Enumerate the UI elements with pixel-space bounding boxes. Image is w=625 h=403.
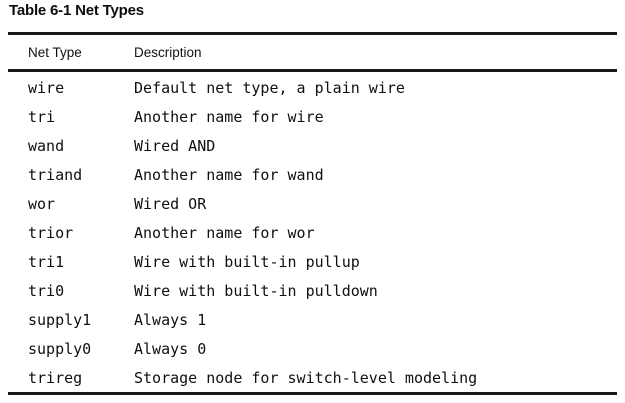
cell-net-type: supply0 <box>28 340 92 358</box>
table-row: supply1 Always 1 <box>0 310 625 339</box>
cell-description: Wired AND <box>134 137 216 155</box>
table-header-row: Net Type Description <box>0 44 625 66</box>
table-bottom-rule <box>8 392 617 395</box>
table-row: triand Another name for wand <box>0 165 625 194</box>
cell-net-type: tri0 <box>28 282 65 300</box>
table-row: tri1 Wire with built-in pullup <box>0 252 625 281</box>
cell-description: Always 1 <box>134 311 207 329</box>
table-row: trior Another name for wor <box>0 223 625 252</box>
cell-description: Wire with built-in pullup <box>134 253 360 271</box>
cell-net-type: wor <box>28 195 56 213</box>
cell-description: Default net type, a plain wire <box>134 79 405 97</box>
table-header-rule <box>8 69 617 72</box>
cell-net-type: wand <box>28 137 65 155</box>
cell-description: Wired OR <box>134 195 207 213</box>
table-row: wire Default net type, a plain wire <box>0 78 625 107</box>
cell-net-type: tri <box>28 108 56 126</box>
column-header-net-type: Net Type <box>28 45 82 60</box>
cell-description: Wire with built-in pulldown <box>134 282 378 300</box>
table-row: tri0 Wire with built-in pulldown <box>0 281 625 310</box>
cell-net-type: wire <box>28 79 65 97</box>
table-row: wor Wired OR <box>0 194 625 223</box>
table-top-rule <box>8 32 617 35</box>
cell-net-type: trireg <box>28 369 83 387</box>
cell-net-type: supply1 <box>28 311 92 329</box>
cell-net-type: triand <box>28 166 83 184</box>
cell-description: Always 0 <box>134 340 207 358</box>
column-header-description: Description <box>134 45 202 60</box>
cell-description: Another name for wand <box>134 166 324 184</box>
table-row: trireg Storage node for switch-level mode… <box>0 368 625 397</box>
cell-description: Another name for wire <box>134 108 324 126</box>
table-row: wand Wired AND <box>0 136 625 165</box>
table-caption: Table 6-1 Net Types <box>9 2 144 19</box>
cell-net-type: tri1 <box>28 253 65 271</box>
table-row: tri Another name for wire <box>0 107 625 136</box>
table-row: supply0 Always 0 <box>0 339 625 368</box>
cell-net-type: trior <box>28 224 74 242</box>
cell-description: Storage node for switch-level modeling <box>134 369 478 387</box>
cell-description: Another name for wor <box>134 224 315 242</box>
